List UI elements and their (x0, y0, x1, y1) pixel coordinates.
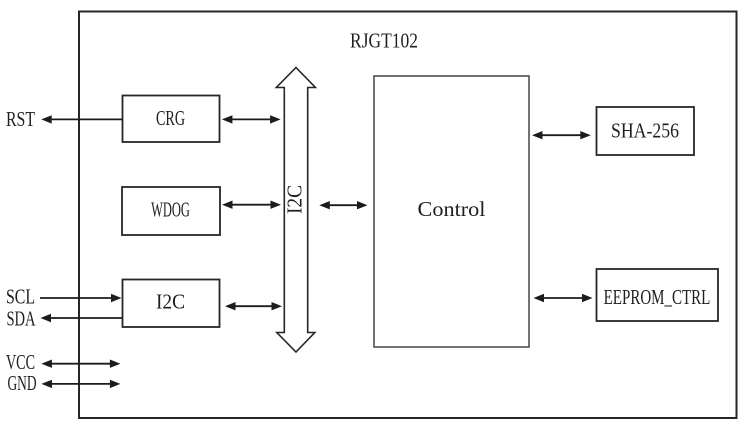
svg-text:SDA: SDA (6, 306, 36, 330)
svg-text:CRG: CRG (156, 106, 185, 130)
svg-text:I2C: I2C (156, 289, 185, 313)
svg-text:VCC: VCC (6, 350, 35, 374)
svg-text:RST: RST (6, 107, 35, 131)
svg-text:SHA-256: SHA-256 (611, 119, 679, 143)
svg-text:GND: GND (7, 371, 36, 395)
svg-text:I2C: I2C (282, 185, 306, 214)
svg-text:WDOG: WDOG (151, 197, 190, 221)
svg-text:SCL: SCL (6, 285, 35, 309)
svg-text:RJGT102: RJGT102 (350, 29, 418, 53)
svg-text:EEPROM_CTRL: EEPROM_CTRL (604, 285, 711, 309)
svg-text:Control: Control (418, 197, 486, 221)
